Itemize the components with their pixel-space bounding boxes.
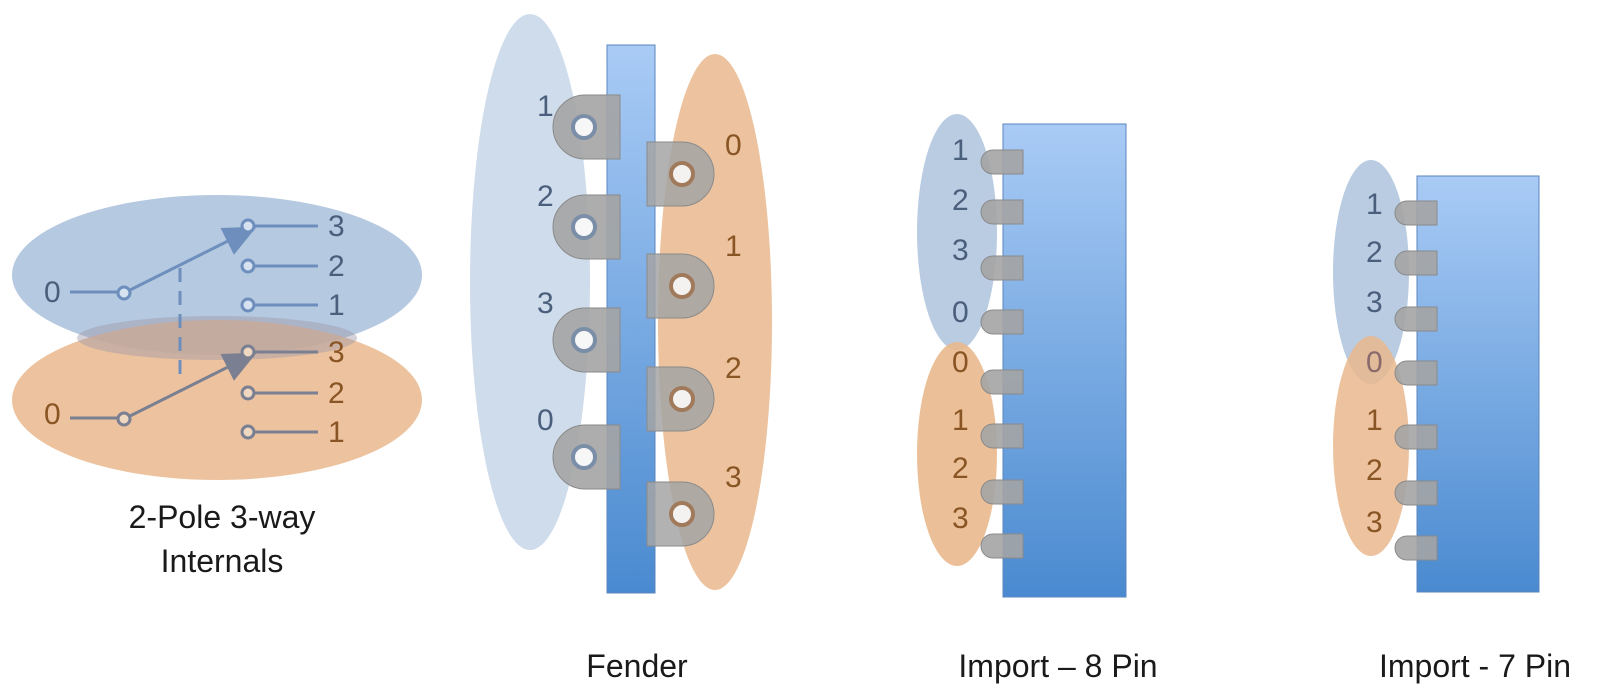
import7-lug xyxy=(1394,250,1438,276)
import-7-pin-switch: 1 2 3 0 1 2 3 Import - 7 Pin xyxy=(1333,160,1571,684)
import8-orange-label: 0 xyxy=(952,346,969,379)
fender-left-label: 2 xyxy=(537,180,554,213)
import8-orange-pole-region xyxy=(917,342,997,566)
import8-blue-label: 2 xyxy=(952,184,969,217)
import8-blue-label: 1 xyxy=(952,134,969,167)
bottom-common-label: 0 xyxy=(44,398,61,431)
fender-left-pole-region xyxy=(470,14,590,550)
import8-lugs xyxy=(980,149,1024,559)
fender-switch: 1 2 3 0 0 1 2 3 Fender xyxy=(470,14,772,684)
import8-lug xyxy=(980,309,1024,335)
import8-lug xyxy=(980,423,1024,449)
fender-left-label: 0 xyxy=(537,404,554,437)
top-pole-wiring xyxy=(70,218,318,313)
bottom-throw-label: 1 xyxy=(328,416,345,449)
top-common-label: 0 xyxy=(44,276,61,309)
import7-lug xyxy=(1394,360,1438,386)
fender-right-label: 2 xyxy=(725,352,742,385)
import7-lug xyxy=(1394,306,1438,332)
fender-right-label: 1 xyxy=(725,230,742,263)
bottom-pole-wiring xyxy=(70,344,318,440)
import8-switch-body xyxy=(1002,123,1127,598)
import7-orange-label: 1 xyxy=(1366,404,1383,437)
import8-lug xyxy=(980,533,1024,559)
fender-lug xyxy=(552,194,621,260)
internals-caption-line2: Internals xyxy=(161,543,284,579)
import7-blue-label: 3 xyxy=(1366,286,1383,319)
import8-lug xyxy=(980,199,1024,225)
import7-orange-pole-region xyxy=(1333,336,1409,556)
import-8-pin-switch: 1 2 3 0 0 1 2 3 Import – 8 Pin xyxy=(917,114,1158,684)
import7-orange-label: 2 xyxy=(1366,454,1383,487)
import7-lug xyxy=(1394,424,1438,450)
fender-right-lugs xyxy=(646,141,715,547)
fender-lug xyxy=(552,424,621,490)
top-throw-label: 1 xyxy=(328,289,345,322)
import7-orange-label: 3 xyxy=(1366,506,1383,539)
import8-blue-label: 0 xyxy=(952,296,969,329)
import7-lug xyxy=(1394,535,1438,561)
import7-lugs xyxy=(1394,200,1438,561)
internals-diagram: 0 3 2 1 0 3 2 1 2-Pole 3-way Internals xyxy=(12,195,422,579)
fender-right-label: 0 xyxy=(725,129,742,162)
import8-blue-pole-region xyxy=(917,114,997,350)
import7-lug xyxy=(1394,480,1438,506)
import7-blue-label: 2 xyxy=(1366,236,1383,269)
import8-orange-label: 3 xyxy=(952,502,969,535)
fender-caption: Fender xyxy=(586,648,688,684)
import7-caption: Import - 7 Pin xyxy=(1379,648,1571,684)
import8-lug xyxy=(980,479,1024,505)
import8-orange-label: 1 xyxy=(952,404,969,437)
fender-lug xyxy=(552,307,621,373)
internals-caption-line1: 2-Pole 3-way xyxy=(129,499,316,535)
import7-blue-label: 1 xyxy=(1366,188,1383,221)
import8-lug xyxy=(980,369,1024,395)
top-throw-label: 2 xyxy=(328,250,345,283)
import8-blue-label: 3 xyxy=(952,234,969,267)
bottom-pole-region xyxy=(12,320,422,480)
import7-blue-label: 0 xyxy=(1366,346,1383,379)
top-throw-label: 3 xyxy=(328,210,345,243)
bottom-throw-label: 2 xyxy=(328,377,345,410)
fender-lug xyxy=(646,253,715,319)
fender-lug xyxy=(552,94,621,160)
fender-left-label: 3 xyxy=(537,287,554,320)
bottom-throw-label: 3 xyxy=(328,336,345,369)
fender-lug xyxy=(646,141,715,207)
import8-lug xyxy=(980,255,1024,281)
import7-blue-pole-region xyxy=(1333,160,1409,384)
import7-lug xyxy=(1394,200,1438,226)
fender-right-label: 3 xyxy=(725,461,742,494)
pole-overlap xyxy=(77,316,357,360)
import8-lug xyxy=(980,149,1024,175)
fender-left-lugs xyxy=(552,94,621,490)
import8-caption: Import – 8 Pin xyxy=(958,648,1157,684)
fender-lug xyxy=(646,366,715,432)
import8-orange-label: 2 xyxy=(952,452,969,485)
fender-left-label: 1 xyxy=(537,90,554,123)
top-pole-region xyxy=(12,195,422,355)
fender-lug xyxy=(646,481,715,547)
